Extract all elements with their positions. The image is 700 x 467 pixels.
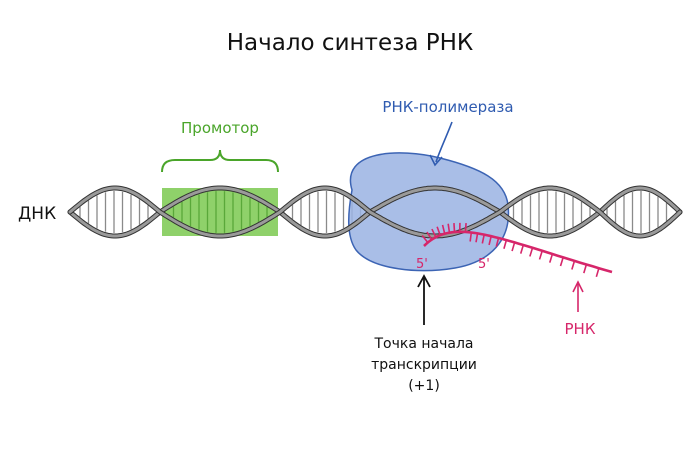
five-prime-template-label: 5': [416, 257, 428, 272]
rna-base: [571, 260, 576, 270]
start-point-arrow-head: [417, 274, 431, 288]
rna-base: [426, 231, 433, 241]
rna-base: [559, 257, 564, 267]
rna-base: [475, 233, 479, 243]
rna-base: [453, 223, 456, 233]
promoter-box-fill: [162, 188, 278, 236]
rna-base: [469, 232, 473, 242]
polymerase-label: РНК-полимераза: [382, 98, 513, 116]
start-point-label-line1: Точка начала: [374, 336, 474, 352]
promoter-label: Промотор: [181, 119, 259, 137]
rna-pointer-head: [572, 280, 584, 293]
rna-strand: [421, 222, 613, 278]
rna-base: [595, 267, 600, 278]
promoter-bracket: [161, 149, 279, 173]
rna-base: [481, 234, 485, 244]
dna-strand-top: [68, 186, 682, 238]
polymerase-pointer-head: [429, 154, 443, 167]
dna-base-pairs: [79, 191, 668, 233]
rna-base: [503, 239, 508, 249]
rna-label: РНК: [565, 320, 596, 338]
dna-strands: [67, 185, 683, 239]
rna-base: [447, 223, 451, 233]
rna-base: [495, 237, 500, 247]
promoter-region: [162, 188, 278, 236]
start-point-label-line2: транскрипции: [371, 357, 477, 373]
rna-base: [519, 244, 525, 254]
rna-base: [511, 242, 516, 252]
start-point-label-line3: (+1): [408, 378, 440, 394]
rna-base: [464, 222, 467, 233]
rna-base: [436, 226, 441, 236]
rna-base: [431, 228, 437, 238]
rna-base: [583, 264, 588, 274]
rna-base: [488, 235, 492, 246]
rna-base: [421, 234, 429, 244]
rna-base: [538, 250, 543, 260]
rna-base: [548, 253, 554, 263]
dna-strand-bottom: [68, 186, 682, 238]
dna-label: ДНК: [18, 204, 56, 224]
rna-backbone: [423, 230, 613, 274]
rna-base: [529, 247, 534, 257]
five-prime-rna-label: 5': [478, 257, 490, 272]
polymerase-pointer-arrow: [435, 121, 453, 163]
diagram-title: Начало синтеза РНК: [227, 30, 473, 56]
rna-base: [441, 224, 446, 234]
